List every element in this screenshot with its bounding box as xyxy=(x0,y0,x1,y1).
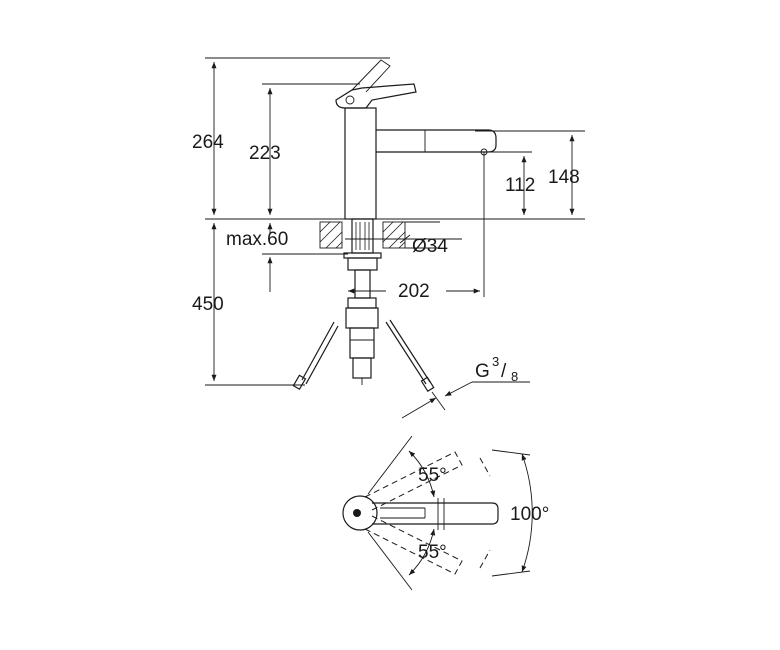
faucet-column xyxy=(344,107,377,220)
hose-right-fitting xyxy=(420,376,435,393)
aerator xyxy=(480,148,488,156)
thread-denominator: 8 xyxy=(511,369,518,384)
angle-ray-upper xyxy=(367,435,413,495)
lever-pivot xyxy=(345,95,355,105)
mounting-shank xyxy=(343,218,382,385)
label-angle-upper: 55° xyxy=(418,465,447,486)
hose-right xyxy=(385,321,427,385)
label-max60: max.60 xyxy=(226,229,288,250)
thread-slash: / xyxy=(501,361,507,382)
base-center-dot xyxy=(353,509,361,517)
label-dia34: Ø34 xyxy=(412,236,448,257)
angle-ray-lower xyxy=(367,531,413,591)
label-thread-g38: G 3 / 8 xyxy=(475,354,518,384)
angle-arc-lower xyxy=(408,528,436,576)
hose-left xyxy=(301,321,335,381)
angle-arc-total xyxy=(521,453,533,573)
label-112: 112 xyxy=(505,175,535,196)
label-angle-lower: 55° xyxy=(418,542,447,563)
lever-raised-outline xyxy=(351,59,391,93)
faucet-spout xyxy=(376,129,497,153)
spout-position-lower xyxy=(364,515,463,575)
label-148: 148 xyxy=(548,167,580,188)
spout-position-upper xyxy=(364,451,463,511)
top-view: 55° 55° 100° xyxy=(342,435,549,591)
countertop-hatch xyxy=(319,221,440,249)
label-223: 223 xyxy=(249,143,281,164)
label-202: 202 xyxy=(398,281,430,302)
hose-left-fitting xyxy=(292,374,307,391)
thread-prefix: G xyxy=(475,361,490,382)
label-450: 450 xyxy=(192,294,224,315)
side-view: 264 223 148 112 450 max.60 Ø34 202 G 3 /… xyxy=(192,57,585,419)
thread-numerator: 3 xyxy=(492,354,499,369)
label-264: 264 xyxy=(192,132,224,153)
supply-hoses xyxy=(292,319,530,419)
g38-dimension-line xyxy=(401,397,437,419)
spout-top-view xyxy=(372,502,499,525)
label-angle-total: 100° xyxy=(510,504,549,525)
lever-handle xyxy=(335,83,417,109)
base-circle xyxy=(342,495,378,531)
angle-arc-upper xyxy=(408,450,436,498)
